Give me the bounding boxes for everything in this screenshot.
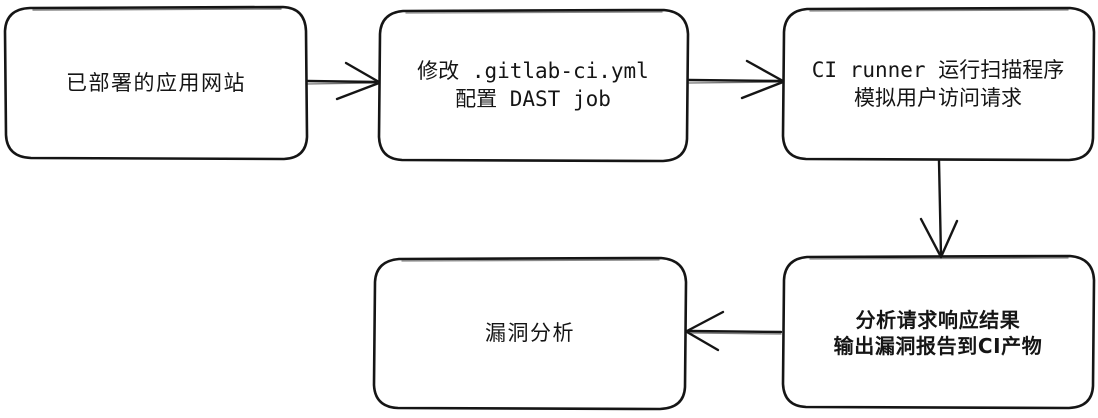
node-report[interactable]: 分析请求响应结果 输出漏洞报告到CI产物 (782, 256, 1094, 410)
edge-report-to-analysis (685, 310, 783, 352)
node-site-label: 已部署的应用网站 (66, 71, 246, 96)
node-runner[interactable]: CI runner 运行扫描程序 模拟用户访问请求 (782, 8, 1094, 162)
node-site[interactable]: 已部署的应用网站 (4, 6, 308, 162)
node-ci-config-label: 修改 .gitlab-ci.yml 配置 DAST job (417, 59, 649, 111)
edge-runner-to-report (919, 159, 959, 259)
edge-ci-config-to-runner (687, 59, 785, 100)
node-report-label: 分析请求响应结果 输出漏洞报告到CI产物 (833, 307, 1043, 358)
edge-site-to-ci-config (305, 61, 381, 101)
node-analysis[interactable]: 漏洞分析 (374, 258, 686, 410)
node-analysis-label: 漏洞分析 (485, 321, 575, 346)
node-runner-label: CI runner 运行扫描程序 模拟用户访问请求 (811, 58, 1065, 110)
node-ci-config[interactable]: 修改 .gitlab-ci.yml 配置 DAST job (378, 10, 688, 162)
